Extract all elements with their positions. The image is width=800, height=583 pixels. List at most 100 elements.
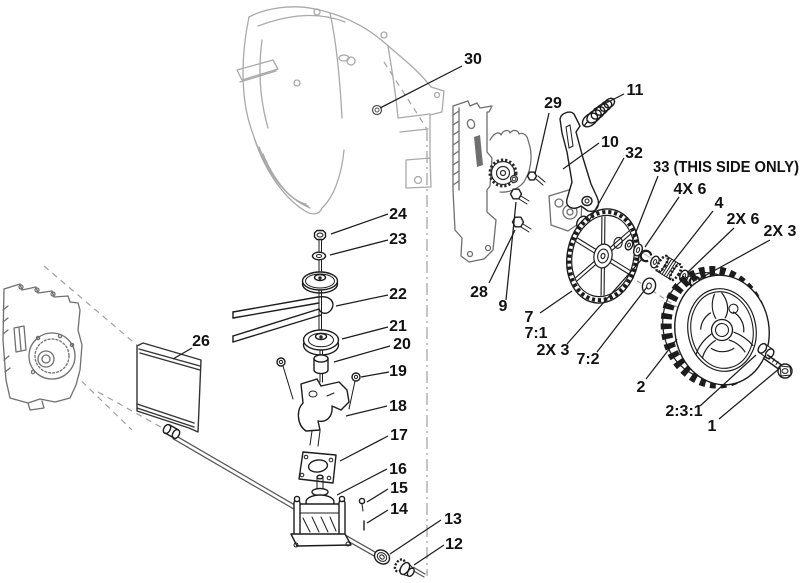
pinion-bearing (488, 158, 519, 188)
callout-24: 24 (389, 206, 407, 223)
callout-9: 9 (499, 298, 508, 315)
leader-2-3-1 (699, 354, 757, 407)
leader-21 (341, 326, 389, 340)
mower-housing (236, 6, 445, 215)
e-clip-3a (639, 249, 653, 263)
nut-30 (371, 104, 383, 116)
callout-14: 14 (390, 501, 408, 518)
callout-7-1: 7:1 (524, 325, 547, 342)
callout-19: 19 (389, 363, 407, 380)
leader-13 (389, 519, 442, 555)
upper-pulley (301, 271, 339, 294)
leader-23 (329, 239, 389, 256)
callout-4: 4 (715, 195, 724, 212)
callout-12: 12 (445, 536, 463, 553)
guide-axle-axis (97, 391, 169, 432)
bushing-2-3-1 (757, 342, 775, 360)
leader-28 (488, 229, 516, 284)
callout-labels: 30 29 11 10 32 33 (THIS SIDE ONLY) 4X 6 … (192, 51, 799, 553)
washer-33 (624, 239, 634, 251)
callout-15: 15 (390, 480, 408, 497)
cover-17 (298, 451, 337, 484)
torsion-spring-11 (581, 97, 616, 128)
callout-28: 28 (470, 284, 488, 301)
callout-16: 16 (389, 461, 407, 478)
leader-1 (718, 367, 781, 420)
bolt-9 (509, 188, 530, 205)
leader-26 (172, 347, 193, 360)
screws-19 (276, 357, 361, 410)
transmission-16 (290, 474, 352, 548)
leader-19 (360, 371, 390, 378)
callout-20: 20 (393, 336, 411, 353)
left-side-plate (2, 283, 83, 411)
leader-15 (366, 488, 389, 503)
callout-18: 18 (389, 398, 407, 415)
pinion-gear-4 (655, 254, 683, 282)
guide-left-upper (43, 265, 139, 347)
housing-bolt-icon (413, 175, 423, 185)
washer-13 (373, 549, 391, 565)
washer-23 (311, 251, 327, 261)
leader-2 (645, 338, 678, 380)
axle-coupler (162, 423, 181, 440)
leader-4 (672, 210, 714, 263)
callout-2x3-mid: 2X 3 (537, 342, 570, 359)
leader-24 (330, 213, 389, 235)
leader-10 (562, 142, 600, 170)
pulley-21 (302, 329, 340, 356)
shift-lever-10 (559, 111, 600, 213)
callout-7-2: 7:2 (576, 351, 599, 368)
callout-30: 30 (464, 51, 482, 68)
callout-26: 26 (192, 333, 210, 350)
callout-22: 22 (389, 286, 407, 303)
leader-7 (539, 290, 573, 314)
callout-11: 11 (627, 82, 644, 99)
axle-bolt-1 (763, 354, 793, 379)
leader-29 (534, 112, 550, 175)
callout-1: 1 (708, 418, 717, 435)
baffle-plate-26 (136, 342, 202, 433)
bolt-29 (526, 171, 546, 186)
callout-29: 29 (544, 95, 562, 112)
washer-7-2 (641, 277, 657, 295)
callout-23: 23 (389, 231, 407, 248)
callout-32: 32 (625, 145, 643, 162)
leader-20 (333, 345, 391, 363)
leader-2x3-mid (566, 258, 643, 345)
rim-spokes (695, 292, 754, 358)
callout-4x6: 4X 6 (674, 181, 707, 198)
callout-2: 2 (637, 379, 646, 396)
callout-2x3-top: 2X 3 (764, 223, 797, 240)
callout-2x6: 2X 6 (727, 211, 760, 228)
callout-21: 21 (389, 318, 407, 335)
leader-14 (366, 509, 389, 524)
drive-belt-22 (232, 295, 334, 343)
screw-15 (358, 497, 366, 512)
spacer-20 (313, 354, 329, 375)
gear-wheel-7 (558, 202, 647, 310)
leader-30 (379, 65, 463, 109)
callout-17: 17 (390, 427, 408, 444)
leader-22 (335, 294, 389, 307)
callout-13: 13 (444, 511, 462, 528)
leader-18 (345, 405, 388, 417)
leader-33 (631, 175, 659, 243)
leader-12 (413, 544, 445, 566)
callout-2-3-1: 2:3:1 (665, 403, 702, 420)
leader-lines (172, 65, 781, 566)
guide-diagonal-top (383, 61, 428, 130)
leader-32 (588, 157, 625, 222)
callout-33-this-side-only: 33 (THIS SIDE ONLY) (653, 159, 799, 176)
bracket-18 (297, 378, 350, 447)
callout-10: 10 (601, 134, 619, 151)
leader-2x6 (687, 227, 735, 273)
nut-24 (313, 229, 327, 241)
bolt-28 (511, 216, 532, 233)
leader-7-2 (596, 286, 648, 353)
leader-11 (593, 93, 625, 110)
leader-9 (505, 201, 517, 301)
tire-wheel-2 (660, 266, 770, 389)
